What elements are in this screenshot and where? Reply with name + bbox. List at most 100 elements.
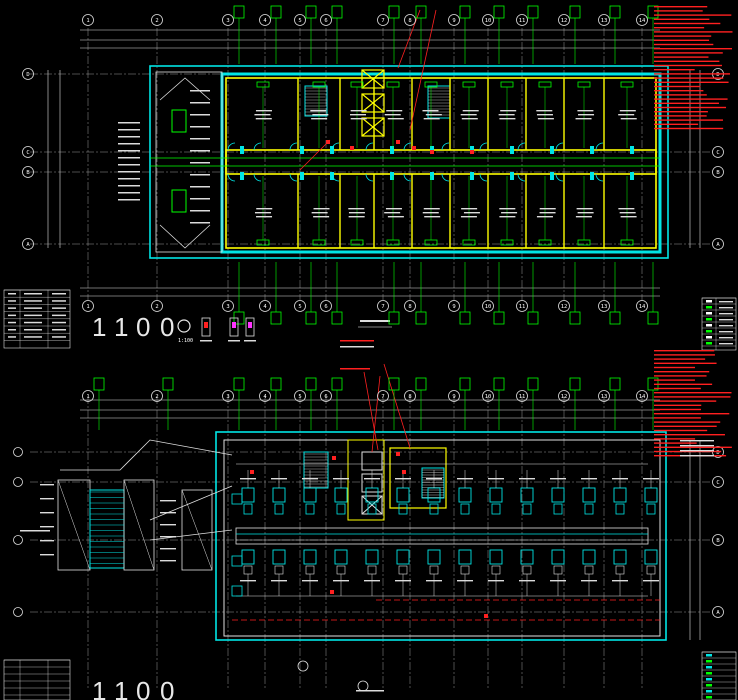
top-room-text: [618, 208, 635, 210]
note-line: [654, 408, 701, 411]
bottom-row-label: A: [716, 610, 720, 616]
top-column: [590, 172, 594, 180]
top-axis-label: 7: [381, 304, 384, 310]
bottom-unit-label: [271, 478, 287, 480]
bottom-fcu-unit: [336, 503, 346, 515]
legend-swatch: [706, 336, 712, 339]
top-red-marker: [470, 150, 474, 154]
top-room-text: [461, 118, 478, 120]
note-line: [654, 69, 695, 71]
top-section-symbols: [200, 317, 256, 342]
note-line: [654, 366, 695, 369]
top-room-text: [348, 208, 365, 210]
legend-swatch: [706, 678, 712, 681]
legend-text: [719, 307, 733, 309]
top-axis-label: 12: [561, 18, 568, 24]
top-axis-label: 4: [263, 18, 267, 24]
bottom-right-legend-table: [701, 651, 737, 700]
top-room-text: [384, 212, 401, 214]
top-column: [470, 172, 474, 180]
table-cell: [52, 307, 66, 309]
top-axis-label: 2: [155, 18, 158, 24]
top-left-label: [118, 185, 140, 187]
top-axis-bubble: [259, 300, 271, 312]
bottom-axis-label: 3: [226, 394, 229, 400]
top-room-text: [256, 208, 273, 210]
bottom-axis-label: 10: [485, 394, 492, 400]
bottom-axis-label: 2: [155, 394, 158, 400]
note-line: [654, 379, 695, 381]
bottom-ahu-unit: [489, 549, 503, 565]
top-room-text: [313, 216, 330, 218]
top-notes-block: [654, 6, 733, 130]
top-plan-title: 1 1 0 0 1:100: [92, 312, 193, 344]
top-axis-bubble: [151, 300, 163, 312]
top-room-text: [312, 114, 329, 116]
top-door-swing: [253, 173, 262, 182]
top-column: [390, 146, 394, 154]
bottom-axis-label: 11: [519, 394, 526, 400]
bottom-left-label: [40, 498, 54, 500]
top-left-label: [118, 164, 140, 166]
top-title-char-4: 0: [160, 312, 174, 342]
top-axis-label: 13: [601, 18, 608, 24]
bottom-unit-label: [581, 580, 597, 582]
top-corridor: [225, 149, 657, 175]
note-line: [654, 127, 724, 130]
table-cell: [24, 293, 42, 295]
top-left-label: [118, 136, 140, 138]
bottom-unit-label: [240, 580, 256, 582]
bottom-axis-label: 1: [86, 394, 89, 400]
top-left-label: [118, 178, 140, 180]
top-axis-bubble: [82, 300, 94, 312]
bottom-axis-bubble: [377, 390, 389, 402]
bottom-fcu-unit: [398, 503, 408, 515]
top-room-text: [348, 212, 365, 214]
top-room-text: [500, 110, 517, 112]
top-room-text: [501, 212, 518, 214]
table-cell: [52, 293, 66, 295]
top-door-swing: [227, 142, 236, 151]
top-row-label-right: D: [716, 72, 719, 78]
top-room-text: [499, 118, 516, 120]
bottom-left-label: [40, 554, 54, 556]
bottom-ahu-unit: [520, 549, 534, 565]
top-axis-bubble: [558, 300, 570, 312]
bottom-ahu-unit: [334, 549, 348, 565]
top-column: [550, 146, 554, 154]
legend-swatch: [706, 666, 712, 669]
note-line: [654, 396, 731, 398]
note-line: [654, 77, 724, 79]
bottom-left-label: [160, 500, 176, 502]
top-axis-bubble: [151, 14, 163, 26]
top-room-text: [498, 114, 515, 116]
bottom-notes-block: [654, 350, 732, 457]
bottom-side-unit: [231, 585, 243, 597]
top-left-label: [190, 114, 210, 116]
bottom-axis-bubble: [598, 390, 610, 402]
bottom-side-unit: [231, 493, 243, 505]
top-axis-bubble: [516, 300, 528, 312]
top-axis-bubble: [598, 300, 610, 312]
top-annotations: [118, 90, 637, 348]
top-axis-label: 11: [519, 304, 526, 310]
top-column: [630, 172, 634, 180]
top-axis-bubble: [82, 14, 94, 26]
top-left-label: [118, 199, 140, 201]
bottom-fcu-unit: [429, 503, 439, 515]
top-left-label: [118, 157, 140, 159]
top-door-swing: [517, 173, 526, 182]
note-line: [654, 358, 706, 360]
top-room-text: [575, 216, 592, 218]
bottom-unit-label: [364, 580, 380, 582]
note-line: [654, 383, 713, 385]
bottom-axis-label: 9: [452, 394, 455, 400]
right-legend-table: [701, 297, 737, 351]
bottom-red-note: [340, 368, 370, 370]
top-axis-label: 10: [485, 18, 492, 24]
section-symbol: [201, 317, 211, 337]
bottom-building-outline: [223, 439, 661, 637]
top-left-schedule-table: [3, 289, 71, 349]
table-cell: [8, 321, 16, 324]
